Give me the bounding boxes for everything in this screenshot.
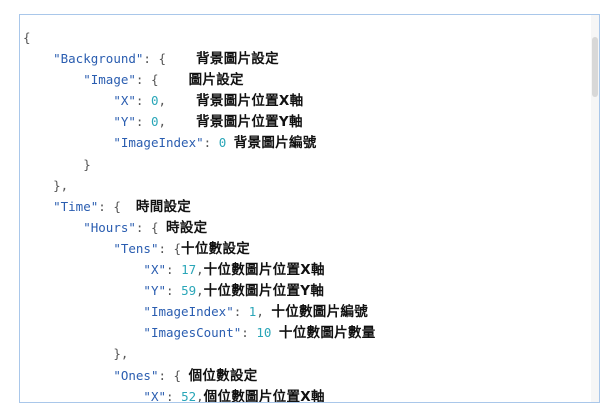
code-line: "ImageIndex": 0 背景圖片編號 bbox=[23, 132, 376, 153]
json-key: "ImagesCount" bbox=[143, 325, 242, 341]
json-punct: : bbox=[166, 388, 182, 403]
json-punct: : bbox=[166, 283, 182, 299]
json-punct: : { bbox=[158, 367, 189, 383]
json-key: "X" bbox=[143, 262, 166, 278]
code-line: "Time": { 時間設定 bbox=[23, 196, 376, 217]
json-punct: : { bbox=[158, 240, 182, 256]
json-punct: , bbox=[196, 388, 204, 403]
code-line: "X": 52,個位數圖片位置X軸 bbox=[23, 386, 376, 403]
json-punct: { bbox=[23, 30, 31, 45]
json-punct: , bbox=[158, 114, 197, 130]
json-punct: : bbox=[135, 93, 151, 109]
json-key: "Time" bbox=[53, 198, 99, 214]
json-number: 0 bbox=[150, 93, 159, 109]
json-punct: , bbox=[196, 262, 204, 278]
code-comment: 十位數圖片位置Y軸 bbox=[203, 283, 325, 300]
code-line: "Background": { 背景圖片設定 bbox=[23, 48, 376, 69]
scrollbar-thumb[interactable] bbox=[592, 37, 598, 97]
json-number: 10 bbox=[256, 325, 272, 341]
code-line: }, bbox=[23, 175, 376, 196]
code-line: { bbox=[23, 27, 376, 48]
json-number: 0 bbox=[218, 135, 227, 151]
json-key: "Y" bbox=[143, 283, 166, 299]
json-key: "ImageIndex" bbox=[113, 135, 204, 151]
code-line: "ImageIndex": 1, 十位數圖片編號 bbox=[23, 301, 376, 322]
code-line: }, bbox=[23, 343, 376, 364]
code-comment: 十位數圖片數量 bbox=[278, 325, 376, 342]
code-comment: 背景圖片位置X軸 bbox=[196, 93, 304, 110]
json-key: "Y" bbox=[113, 114, 136, 130]
json-punct: } bbox=[83, 156, 91, 172]
code-line: "Y": 59,十位數圖片位置Y軸 bbox=[23, 280, 376, 301]
json-punct: : bbox=[166, 262, 182, 278]
json-number: 59 bbox=[181, 283, 197, 299]
code-comment: 十位數圖片位置X軸 bbox=[203, 262, 325, 279]
code-line: } bbox=[23, 154, 376, 175]
json-punct: , bbox=[158, 93, 197, 109]
code-comment: 背景圖片位置Y軸 bbox=[196, 114, 303, 131]
code-comment: 十位數圖片編號 bbox=[271, 304, 368, 321]
json-punct: : bbox=[241, 325, 257, 341]
json-punct: }, bbox=[113, 346, 129, 362]
json-punct bbox=[271, 325, 279, 340]
code-line: "Ones": { 個位數設定 bbox=[23, 365, 376, 386]
code-line: "Tens": {十位數設定 bbox=[23, 238, 376, 259]
code-line: "X": 0, 背景圖片位置X軸 bbox=[23, 90, 376, 111]
code-viewer: { "Background": { 背景圖片設定 "Image": { 圖片設定… bbox=[19, 14, 600, 403]
json-key: "X" bbox=[143, 388, 166, 403]
vertical-scrollbar[interactable] bbox=[591, 15, 599, 402]
code-comment: 個位數圖片位置X軸 bbox=[203, 388, 325, 403]
json-punct: , bbox=[196, 283, 204, 299]
code-comment: 個位數設定 bbox=[188, 367, 258, 384]
json-number: 0 bbox=[150, 114, 159, 130]
json-code-block: { "Background": { 背景圖片設定 "Image": { 圖片設定… bbox=[23, 27, 376, 403]
json-punct: : bbox=[203, 135, 219, 151]
code-line: "ImagesCount": 10 十位數圖片數量 bbox=[23, 322, 376, 343]
json-punct: : { bbox=[135, 219, 167, 235]
json-punct: , bbox=[256, 304, 272, 320]
json-key: "Ones" bbox=[113, 367, 159, 383]
json-punct: }, bbox=[53, 177, 69, 193]
code-comment: 背景圖片編號 bbox=[233, 135, 317, 152]
json-punct bbox=[226, 135, 234, 150]
json-key: "ImageIndex" bbox=[143, 304, 234, 320]
code-comment: 時設定 bbox=[166, 219, 208, 236]
json-punct: : bbox=[135, 114, 151, 130]
code-line: "Hours": { 時設定 bbox=[23, 217, 376, 238]
code-line: "Y": 0, 背景圖片位置Y軸 bbox=[23, 111, 376, 132]
code-line: "Image": { 圖片設定 bbox=[23, 69, 376, 90]
code-comment: 時間設定 bbox=[135, 198, 192, 215]
json-number: 52 bbox=[181, 388, 197, 403]
json-key: "Hours" bbox=[83, 219, 136, 235]
json-punct: : { bbox=[98, 198, 136, 214]
json-key: "X" bbox=[113, 93, 136, 109]
code-comment: 背景圖片設定 bbox=[196, 51, 279, 68]
code-comment: 十位數設定 bbox=[181, 240, 251, 257]
json-key: "Tens" bbox=[113, 240, 159, 256]
json-number: 1 bbox=[248, 304, 257, 320]
json-number: 17 bbox=[181, 262, 197, 278]
json-punct: : bbox=[233, 304, 249, 320]
code-comment: 圖片設定 bbox=[188, 72, 244, 89]
json-punct: : { bbox=[143, 51, 197, 67]
json-punct: : { bbox=[135, 72, 189, 88]
json-key: "Background" bbox=[53, 51, 144, 67]
json-key: "Image" bbox=[83, 72, 136, 88]
code-line: "X": 17,十位數圖片位置X軸 bbox=[23, 259, 376, 280]
